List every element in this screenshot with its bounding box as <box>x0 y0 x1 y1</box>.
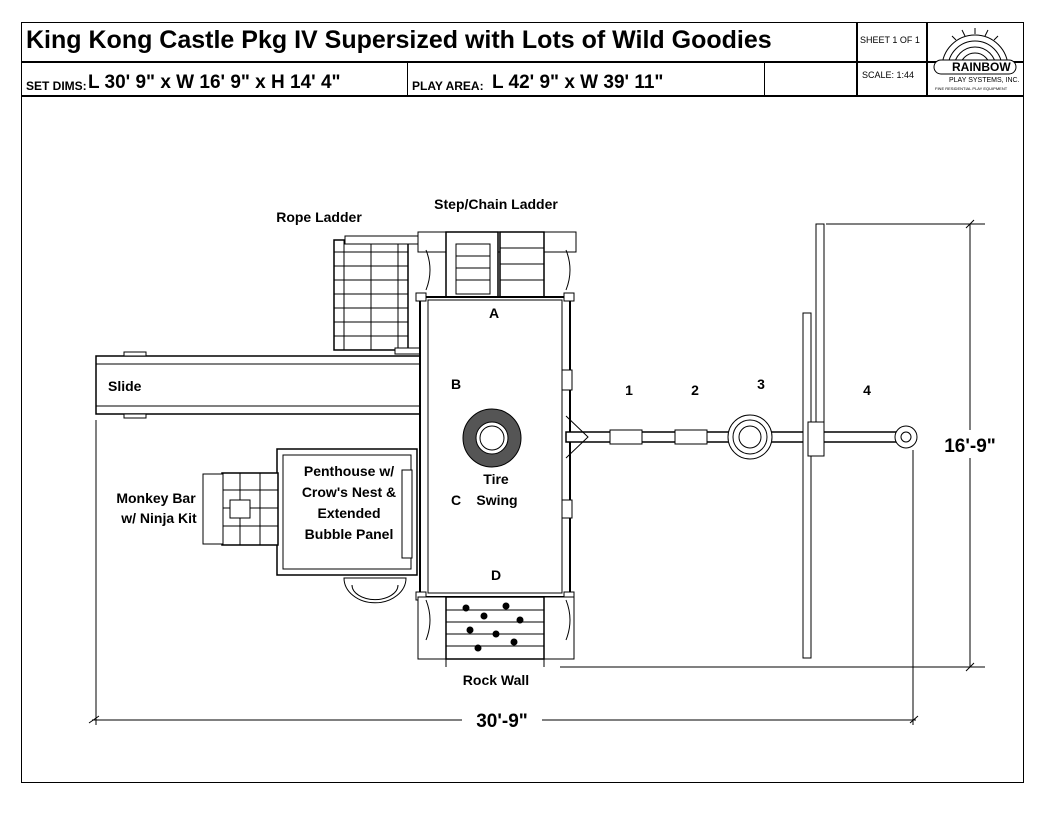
sheet-number: SHEET 1 OF 1 <box>860 35 920 45</box>
tire-swing-label-2: Swing <box>476 492 517 508</box>
swing-position-2: 2 <box>691 382 699 398</box>
sheet-cell-border <box>856 22 858 96</box>
swing-beam <box>565 414 918 460</box>
logo-name: RAINBOW <box>952 60 1011 74</box>
rope-ladder <box>333 235 424 355</box>
set-dims-label: SET DIMS: <box>26 79 87 93</box>
rainbow-logo-icon <box>933 28 1017 75</box>
length-dimension-label: 30'-9" <box>476 711 528 732</box>
deck-label-a: A <box>489 305 499 321</box>
monkey-bar-label: Monkey Bar <box>116 490 196 506</box>
set-dims-value: L 30' 9" x W 16' 9" x H 14' 4" <box>88 72 341 93</box>
scale-label: SCALE: 1:44 <box>862 70 915 80</box>
page-title: King Kong Castle Pkg IV Supersized with … <box>26 26 772 54</box>
title-divider <box>21 61 1024 63</box>
swing-position-4: 4 <box>863 382 871 398</box>
logo-line3: FINE RESIDENTIAL PLAY EQUIPMENT <box>935 86 1008 91</box>
play-area-value: L 42' 9" x W 39' 11" <box>492 72 664 93</box>
play-area-label: PLAY AREA: <box>412 79 484 93</box>
rock-wall-label: Rock Wall <box>463 672 529 688</box>
header-bottom-border <box>21 95 1024 97</box>
deck-label-c: C <box>451 492 461 508</box>
penthouse-label-1: Penthouse w/ <box>304 463 394 479</box>
penthouse-label-2: Crow's Nest & <box>302 484 396 500</box>
step-chain-ladder <box>417 231 577 299</box>
logo-cell-border <box>926 22 928 96</box>
monkey-bar-label-2: w/ Ninja Kit <box>120 510 197 526</box>
deck-label-d: D <box>491 567 501 583</box>
slide <box>95 351 422 419</box>
monkey-bar <box>202 472 279 546</box>
rock-wall <box>417 596 575 667</box>
logo-line2: PLAY SYSTEMS, INC. <box>949 77 1020 84</box>
width-dimension-label: 16'-9" <box>944 436 996 457</box>
tire-swing-label-1: Tire <box>483 471 509 487</box>
penthouse-label-4: Bubble Panel <box>305 526 394 542</box>
step-chain-ladder-label: Step/Chain Ladder <box>434 196 558 212</box>
tire-swing-icon <box>462 408 522 468</box>
penthouse-label-3: Extended <box>317 505 380 521</box>
dims-divider <box>407 61 408 96</box>
penthouse <box>276 448 418 604</box>
a-frame <box>802 223 825 659</box>
rope-ladder-label: Rope Ladder <box>276 209 362 225</box>
drawing-sheet <box>21 22 1024 783</box>
swing-position-3: 3 <box>757 376 765 392</box>
swing-position-1: 1 <box>625 382 633 398</box>
dims-divider-2 <box>764 61 765 96</box>
deck-label-b: B <box>451 376 461 392</box>
slide-label: Slide <box>108 378 142 394</box>
